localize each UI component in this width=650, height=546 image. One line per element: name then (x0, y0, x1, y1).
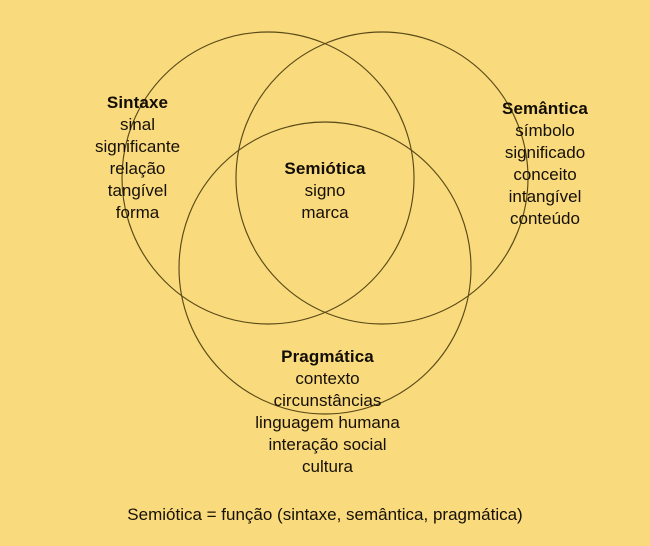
semantica-item-4: conteúdo (510, 209, 580, 229)
diagram-caption: Semiótica = função (sintaxe, semântica, … (127, 505, 523, 524)
sintaxe-item-0: sinal (120, 115, 155, 135)
group-semantica: Semântica símbolo significado conceito i… (455, 98, 635, 231)
circle-pragmatica (178, 121, 472, 415)
semiotica-title: Semiótica (284, 159, 366, 178)
sintaxe-title: Sintaxe (106, 93, 169, 112)
sintaxe-item-3: tangível (107, 181, 168, 201)
pragmatica-item-2: linguagem humana (255, 413, 400, 433)
circle-semantica (235, 31, 529, 325)
semantica-title: Semântica (502, 99, 588, 118)
semantica-item-0: símbolo (515, 121, 575, 141)
semantica-item-1: significado (504, 143, 586, 163)
sintaxe-item-4: forma (115, 203, 160, 223)
sintaxe-item-2: relação (109, 159, 166, 179)
pragmatica-item-1: circunstâncias (273, 391, 382, 411)
pragmatica-item-0: contexto (295, 369, 360, 389)
pragmatica-title: Pragmática (281, 347, 374, 366)
pragmatica-item-4: cultura (301, 457, 354, 477)
semiotica-item-0: signo (304, 181, 346, 201)
semiotica-item-1: marca (301, 203, 349, 223)
pragmatica-item-3: interação social (268, 435, 387, 455)
group-semiotica: Semiótica signo marca (235, 158, 415, 224)
group-sintaxe: Sintaxe sinal significante relação tangí… (50, 92, 225, 225)
semantica-item-3: intangível (508, 187, 582, 207)
semantica-item-2: conceito (513, 165, 577, 185)
circle-sintaxe (121, 31, 415, 325)
group-pragmatica: Pragmática contexto circunstâncias lingu… (205, 346, 450, 479)
sintaxe-item-1: significante (94, 137, 181, 157)
